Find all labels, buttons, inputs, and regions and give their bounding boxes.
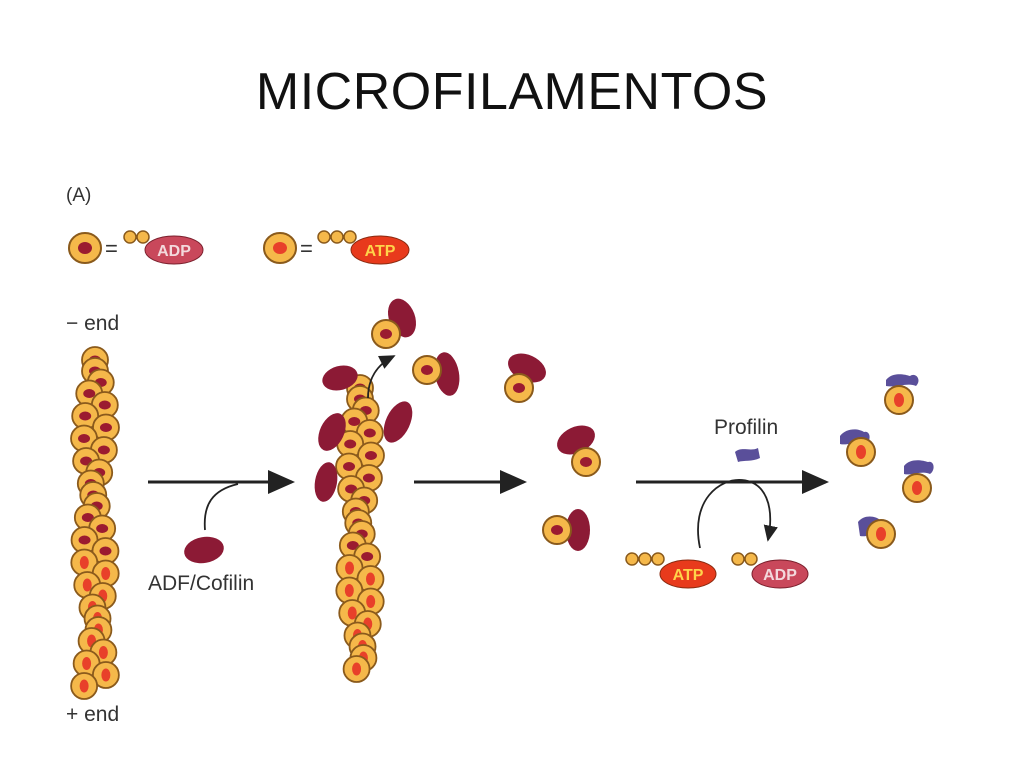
profilin-icon (904, 460, 934, 475)
adp-core (98, 400, 111, 410)
adp-core (361, 552, 374, 561)
adp-core (97, 445, 110, 455)
atp-molecule: ATP (625, 552, 717, 589)
phosphate-icon (317, 230, 331, 244)
atp-core (101, 567, 111, 580)
adp-core (83, 389, 96, 398)
adf-cofilin-label: ADF/Cofilin (148, 572, 254, 595)
profilin-actin-complex (884, 374, 919, 415)
released-complex (412, 352, 460, 396)
profilin-label: Profilin (714, 416, 778, 439)
profilin-icon (886, 374, 919, 387)
cofilin-icon (314, 462, 338, 502)
cofilin-entry-curve (203, 483, 239, 531)
atp-core-icon (856, 445, 866, 459)
atp-label: ATP (673, 567, 704, 584)
atp-core (347, 606, 357, 620)
cofilin-actin-complex (504, 353, 546, 403)
phosphate-icon (625, 552, 639, 566)
adp-core (99, 546, 112, 556)
atp-core (352, 662, 362, 676)
atp-core (101, 668, 111, 682)
atp-core (82, 578, 92, 592)
atp-core (98, 646, 108, 659)
cofilin-icon (322, 365, 358, 391)
cofilin-icon (383, 401, 413, 443)
atp-core-icon (876, 527, 886, 541)
legend-atp-label: ATP (365, 243, 396, 260)
released-complex (371, 298, 417, 349)
adp-core-icon (513, 383, 525, 393)
actin-filament-severed (335, 374, 385, 683)
panel-label: (A) (66, 185, 91, 206)
atp-pill-icon (659, 559, 717, 589)
adp-core (99, 423, 112, 432)
adp-core (343, 462, 356, 471)
atp-pill-icon (350, 235, 410, 265)
adp-label: ADP (763, 567, 797, 584)
adp-core (364, 451, 377, 460)
nucleotide-exchange-arrow (697, 479, 778, 549)
legend-atp: = ATP (263, 230, 410, 265)
phosphate-icon (638, 552, 652, 566)
adp-core-icon (380, 329, 392, 339)
atp-core (79, 679, 89, 693)
adp-core (79, 411, 92, 421)
adp-core (96, 524, 109, 533)
adp-core-icon (78, 242, 92, 254)
cofilin-icon (184, 536, 224, 564)
phosphate-icon (744, 552, 758, 566)
phosphate-icon (731, 552, 745, 566)
legend-adp-label: ADP (157, 243, 191, 260)
phosphate-icon (343, 230, 357, 244)
adp-core (81, 513, 94, 522)
atp-core-icon (273, 242, 287, 254)
profilin-actin-complex (840, 429, 876, 467)
adp-core (78, 535, 91, 545)
atp-core-icon (912, 481, 922, 495)
cofilin-icon (318, 413, 346, 451)
adp-core-icon (551, 525, 563, 535)
slide-title: MICROFILAMENTOS (255, 63, 769, 121)
phosphate-icon (651, 552, 665, 566)
plus-end-label: + end (66, 703, 119, 726)
profilin-actin-complex (858, 516, 896, 549)
cofilin-actin-complex (557, 425, 601, 477)
cofilin-actin-complex (542, 509, 590, 551)
adp-core-icon (580, 457, 592, 467)
adp-core (344, 439, 357, 449)
atp-core (366, 595, 376, 608)
equals-sign: = (105, 236, 118, 261)
legend-adp: = ADP (68, 230, 204, 265)
cofilin-icon (434, 352, 460, 396)
atp-core (365, 572, 375, 586)
adp-pill-icon (751, 559, 809, 589)
atp-core (82, 657, 92, 670)
actin-filament-left (70, 346, 120, 700)
adp-core (362, 473, 375, 483)
atp-core-icon (894, 393, 904, 407)
adp-pill-icon (144, 235, 204, 265)
adp-core (363, 428, 376, 438)
adp-core-icon (421, 365, 433, 375)
cofilin-bound-group (314, 365, 413, 502)
minus-end-label: − end (66, 312, 119, 335)
profilin-actin-complex (902, 460, 934, 503)
release-arrow (367, 355, 396, 399)
adp-core (346, 541, 359, 550)
phosphate-icon (330, 230, 344, 244)
cofilin-icon (566, 509, 590, 551)
phosphate-icon (123, 230, 137, 244)
atp-core (344, 584, 354, 597)
adp-core (78, 434, 91, 443)
adp-core (348, 417, 361, 426)
profilin-icon (735, 448, 760, 462)
adp-molecule: ADP (731, 552, 809, 589)
atp-core (345, 561, 355, 575)
equals-sign: = (300, 236, 313, 261)
phosphate-icon (136, 230, 150, 244)
atp-core (79, 556, 89, 569)
